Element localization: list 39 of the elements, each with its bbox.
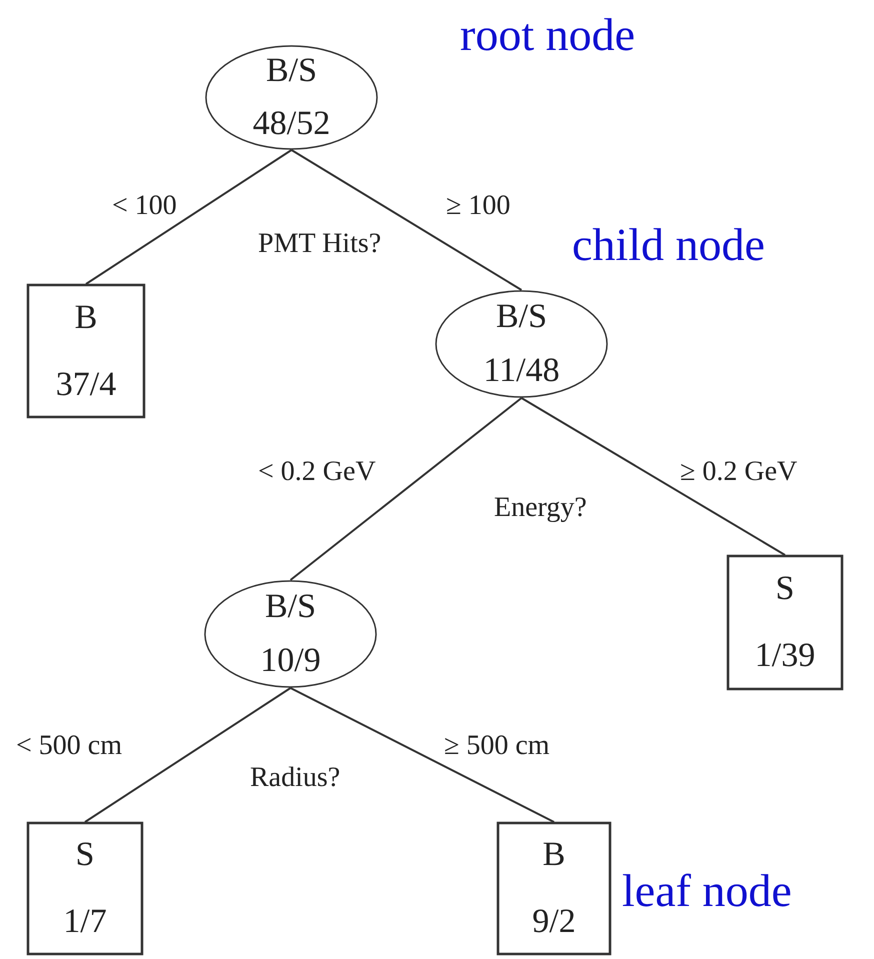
- leaf-box: [27, 822, 143, 955]
- node-text: 48/52: [252, 106, 330, 141]
- leaf-box: [727, 555, 843, 690]
- node-text: 9/2: [532, 904, 576, 939]
- leaf-box: [27, 284, 145, 418]
- edge-label: ≥ 500 cm: [444, 732, 550, 760]
- decision-ellipse: [435, 290, 608, 398]
- decision-ellipse: [204, 580, 377, 688]
- node-text: 10/9: [260, 644, 321, 678]
- branch-line: [290, 687, 554, 823]
- split-question: Radius?: [250, 764, 340, 792]
- edge-label: ≥ 100: [446, 192, 510, 220]
- annotation-text: child node: [572, 222, 765, 268]
- node-text: B/S: [266, 54, 318, 88]
- branch-line: [290, 149, 522, 291]
- node-text: B/S: [496, 300, 548, 334]
- edge-label: ≥ 0.2 GeV: [680, 458, 798, 486]
- edge-label: < 0.2 GeV: [258, 458, 376, 486]
- node-text: 37/4: [56, 368, 116, 402]
- node-text: B/S: [264, 590, 316, 624]
- decision-ellipse: [205, 45, 378, 150]
- split-question: PMT Hits?: [258, 230, 382, 258]
- edge-label: < 100: [112, 192, 177, 220]
- annotation-text: leaf node: [622, 868, 792, 914]
- annotation-text: root node: [460, 12, 636, 58]
- branch-line: [85, 149, 292, 285]
- node-text: 11/48: [483, 354, 560, 388]
- leaf-box: [497, 822, 611, 955]
- edge-label: < 500 cm: [16, 732, 122, 760]
- branch-line: [520, 397, 786, 556]
- node-text: 1/7: [63, 904, 107, 939]
- node-text: S: [776, 572, 794, 606]
- node-text: 1/39: [754, 639, 816, 674]
- node-text: S: [76, 838, 94, 872]
- split-question: Energy?: [494, 494, 587, 522]
- node-text: B: [542, 838, 566, 872]
- branch-line: [290, 397, 522, 581]
- branch-line: [84, 687, 292, 823]
- node-text: B: [74, 300, 98, 334]
